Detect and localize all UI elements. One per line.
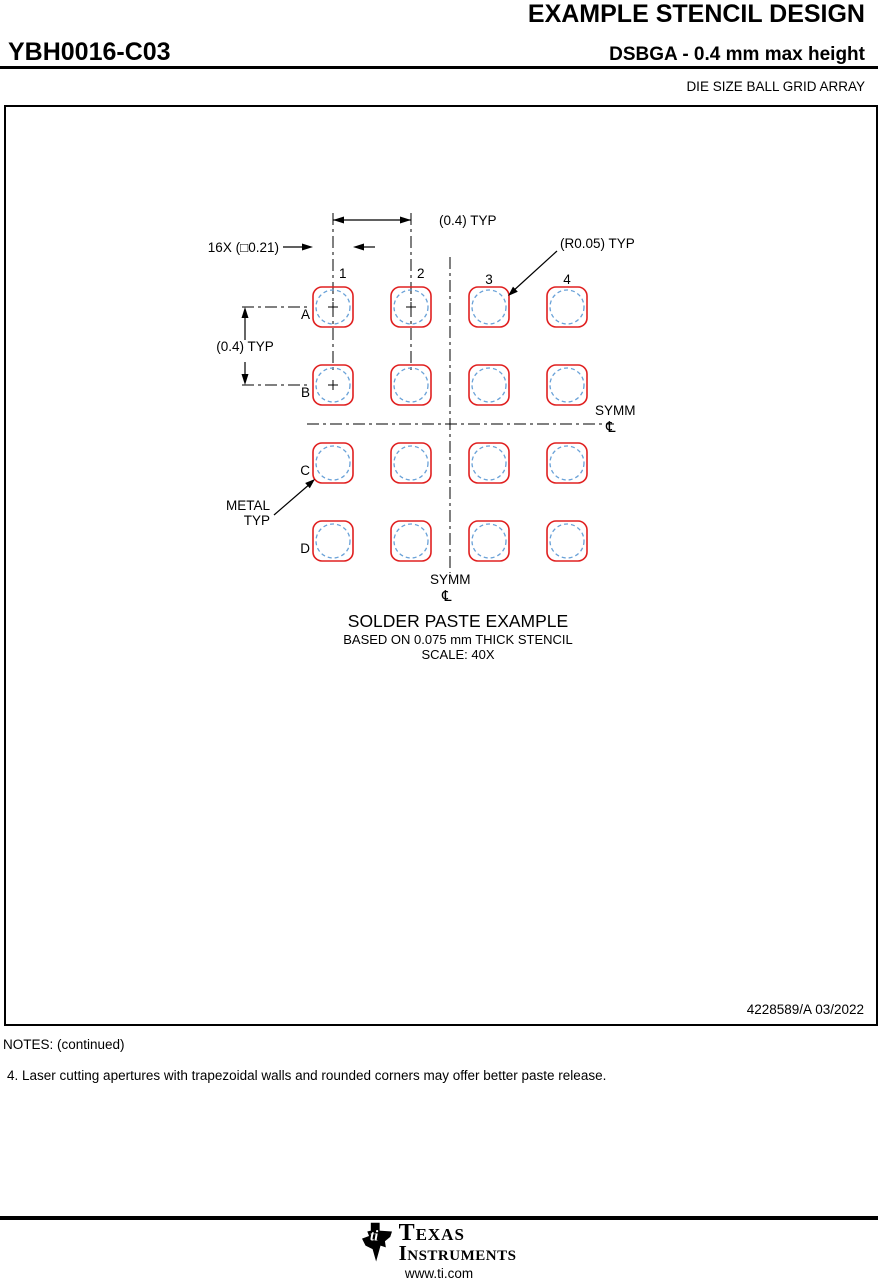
- drawing-caption: SOLDER PASTE EXAMPLE BASED ON 0.075 mm T…: [343, 611, 573, 662]
- column-label-1: 1: [339, 266, 347, 281]
- row-labels: A B C D: [300, 307, 310, 556]
- callout-metal: METAL TYP: [226, 479, 315, 528]
- ball-land-outline-D2: [393, 523, 429, 559]
- row-label-d: D: [300, 541, 310, 556]
- ball-land-outline-B2: [393, 367, 429, 403]
- dimension-aperture-size: 16X (□0.21): [208, 240, 375, 255]
- centerline-cross-marks: [328, 302, 416, 390]
- ball-land-outline-B1: [315, 367, 351, 403]
- ti-map-icon: ti: [361, 1222, 392, 1262]
- symm-bottom-centerline-symbol: ℄: [441, 587, 452, 605]
- ball-land-outline-C4: [549, 445, 585, 481]
- ball-land-outline-A1: [315, 289, 351, 325]
- column-label-2: 2: [417, 266, 425, 281]
- solder-paste-aperture-D4: [546, 520, 588, 562]
- symm-right-label: SYMM: [595, 403, 636, 418]
- corner-radius-label: (R0.05) TYP: [560, 236, 635, 251]
- row-label-c: C: [300, 463, 310, 478]
- symm-right: SYMM ℄: [595, 403, 636, 436]
- solder-paste-aperture-B2: [390, 364, 432, 406]
- pitch-top-label: (0.4) TYP: [439, 213, 497, 228]
- symm-bottom-label: SYMM: [430, 572, 471, 587]
- solder-paste-aperture-C3: [468, 442, 510, 484]
- drawing-frame: (0.4) TYP 16X (□0.21) (R0.05) TYP: [4, 105, 878, 1026]
- note-item-4: 4. Laser cutting apertures with trapezoi…: [7, 1068, 607, 1083]
- solder-paste-aperture-A2: [390, 286, 432, 328]
- page-title: EXAMPLE STENCIL DESIGN: [527, 0, 865, 28]
- ball-land-outline-C3: [471, 445, 507, 481]
- ti-website-link[interactable]: www.ti.com: [404, 1266, 474, 1281]
- solder-paste-aperture-A4: [546, 286, 588, 328]
- solder-paste-aperture-A3: [468, 286, 510, 328]
- caption-subtitle: BASED ON 0.075 mm THICK STENCIL: [343, 632, 573, 647]
- ball-land-outline-B3: [471, 367, 507, 403]
- caption-scale: SCALE: 40X: [422, 647, 495, 662]
- solder-paste-aperture-C4: [546, 442, 588, 484]
- solder-paste-aperture-C2: [390, 442, 432, 484]
- ti-monogram: ti: [370, 1228, 379, 1244]
- package-spec: DSBGA - 0.4 mm max height: [609, 44, 865, 65]
- aperture-size-label: 16X (□0.21): [208, 240, 279, 255]
- metal-label-line2: TYP: [244, 513, 270, 528]
- solder-paste-aperture-A1: [312, 286, 354, 328]
- callout-corner-radius: (R0.05) TYP: [508, 236, 635, 296]
- package-family: DIE SIZE BALL GRID ARRAY: [686, 79, 865, 94]
- pitch-left-label: (0.4) TYP: [216, 339, 274, 354]
- column-labels: 1 2 3 4: [339, 266, 571, 287]
- row-label-a: A: [301, 307, 310, 322]
- solder-paste-aperture-D3: [468, 520, 510, 562]
- centerlines: [242, 213, 614, 573]
- ball-land-outline-D1: [315, 523, 351, 559]
- solder-paste-aperture-B1: [312, 364, 354, 406]
- symm-bottom: SYMM ℄: [430, 572, 471, 605]
- ti-wordmark: Texas Instruments: [398, 1220, 517, 1266]
- header-rule: [0, 66, 878, 69]
- ti-wordmark-top: Texas: [398, 1220, 465, 1246]
- aperture-grid: [312, 286, 588, 562]
- ball-land-outline-A3: [471, 289, 507, 325]
- footer-rule: [0, 1216, 878, 1220]
- solder-paste-aperture-D1: [312, 520, 354, 562]
- dimension-pitch-left: (0.4) TYP: [216, 307, 274, 385]
- doc-date: 03/2022: [815, 1002, 864, 1017]
- ball-land-outline-B4: [549, 367, 585, 403]
- row-label-b: B: [301, 385, 310, 400]
- ball-land-outline-D4: [549, 523, 585, 559]
- solder-paste-aperture-B4: [546, 364, 588, 406]
- solder-paste-aperture-D2: [390, 520, 432, 562]
- doc-number: 4228589/A: [747, 1002, 812, 1017]
- symm-right-centerline-symbol: ℄: [605, 418, 616, 436]
- caption-title: SOLDER PASTE EXAMPLE: [348, 611, 568, 631]
- ti-wordmark-bottom: Instruments: [398, 1241, 517, 1266]
- notes-heading: NOTES: (continued): [3, 1037, 125, 1052]
- solder-paste-aperture-B3: [468, 364, 510, 406]
- column-label-4: 4: [563, 272, 571, 287]
- column-label-3: 3: [485, 272, 493, 287]
- dimension-pitch-top: (0.4) TYP: [333, 213, 497, 228]
- ball-land-outline-C2: [393, 445, 429, 481]
- ball-land-outline-A2: [393, 289, 429, 325]
- ball-land-outline-C1: [315, 445, 351, 481]
- metal-label-line1: METAL: [226, 498, 270, 513]
- ti-logo: ti Texas Instruments: [0, 1220, 878, 1266]
- solder-paste-aperture-C1: [312, 442, 354, 484]
- ball-land-outline-D3: [471, 523, 507, 559]
- ball-land-outline-A4: [549, 289, 585, 325]
- title-block: 4228589/A 03/2022: [747, 1002, 864, 1017]
- part-number: YBH0016-C03: [8, 38, 171, 66]
- stencil-drawing: (0.4) TYP 16X (□0.21) (R0.05) TYP: [208, 213, 864, 1017]
